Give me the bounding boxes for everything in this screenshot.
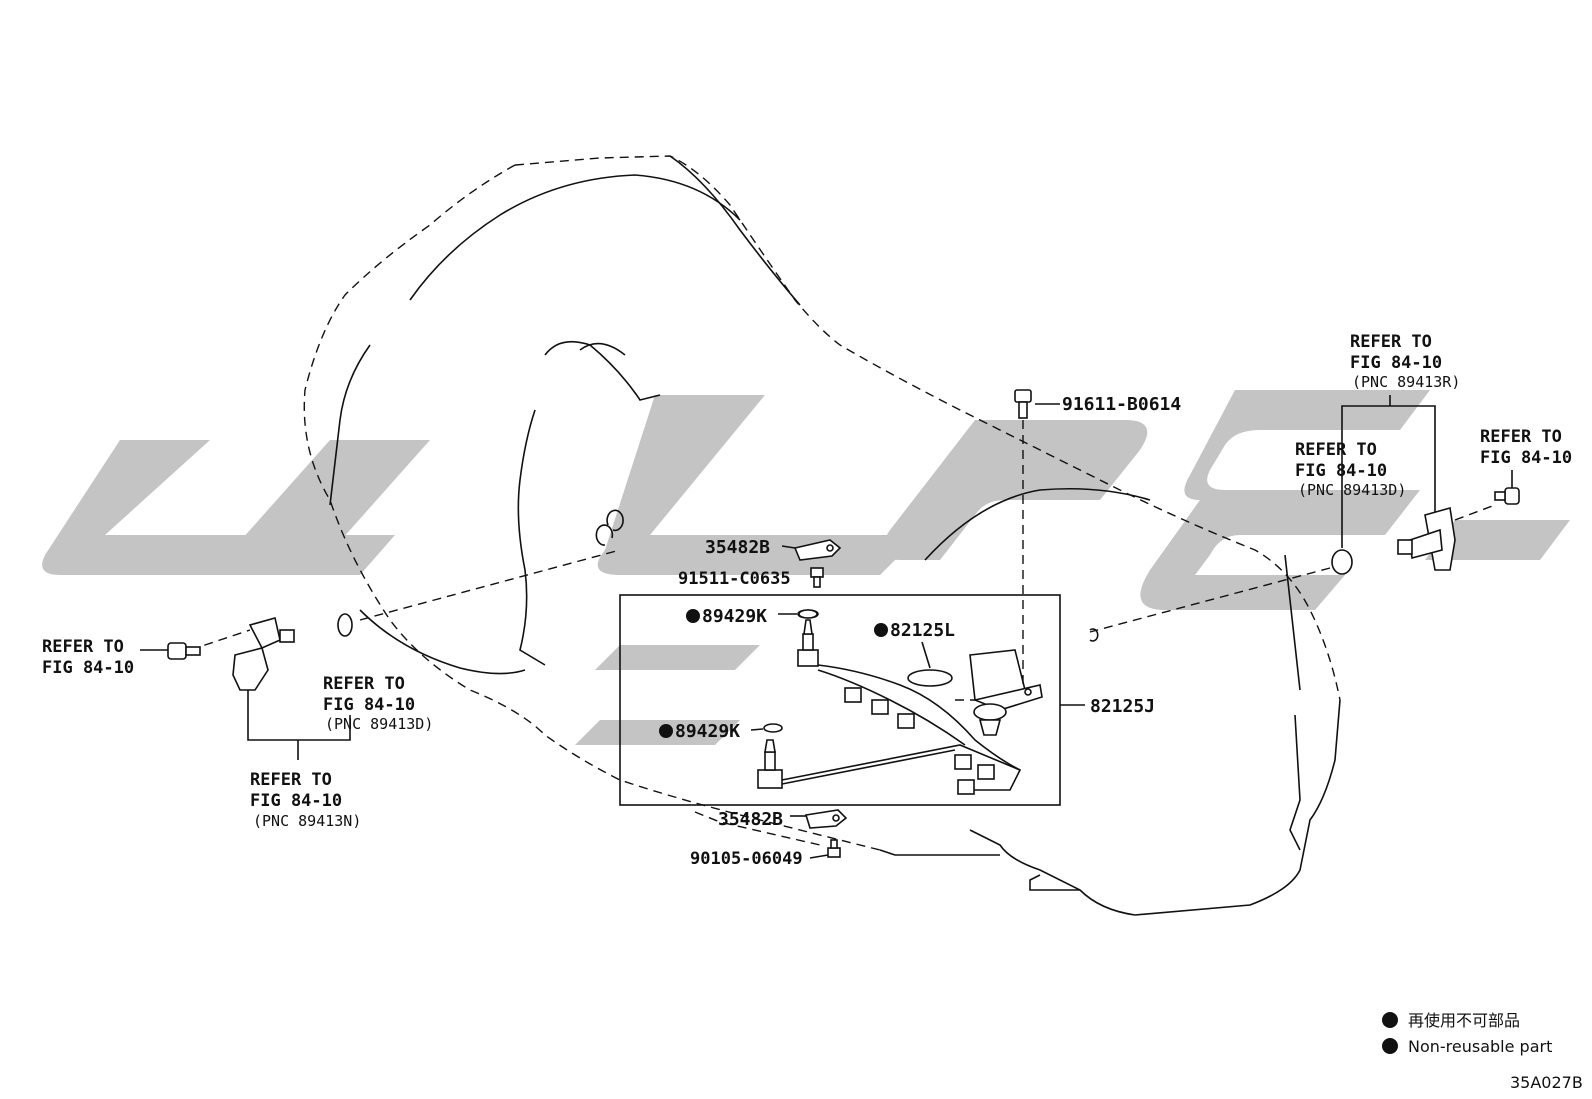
o-ring-bottom-icon bbox=[763, 723, 783, 733]
non-reusable-dot-icon bbox=[874, 623, 888, 637]
refer-text: REFER TO bbox=[42, 637, 124, 657]
refer-block-left-plain: REFER TO FIG 84-10 bbox=[42, 637, 134, 678]
legend-dot-icon bbox=[1382, 1038, 1398, 1054]
clamp-35482b-bottom-icon bbox=[804, 809, 848, 829]
right-hole-icon bbox=[1089, 628, 1099, 642]
left-bolt-icon bbox=[167, 642, 201, 660]
o-ring-top-icon bbox=[798, 609, 818, 619]
refer-text: REFER TO bbox=[1350, 332, 1432, 352]
fig-text: FIG 84-10 bbox=[1480, 448, 1572, 468]
legend-english: Non-reusable part bbox=[1408, 1037, 1552, 1056]
main-connector-icon bbox=[969, 649, 1043, 736]
pnc-text: (PNC 89413D) bbox=[1298, 481, 1406, 499]
part-number-89429k-bottom: 89429K bbox=[675, 721, 740, 742]
bolt-91511-icon bbox=[810, 567, 824, 588]
right-bolt-icon bbox=[1494, 487, 1520, 505]
fig-text: FIG 84-10 bbox=[323, 695, 415, 715]
harness-box bbox=[619, 594, 1085, 806]
right-speed-sensor-icon bbox=[1397, 506, 1456, 571]
transmission-outline bbox=[303, 155, 1341, 916]
non-reusable-dot-icon bbox=[659, 724, 673, 738]
o-ring-82125l-icon bbox=[907, 669, 953, 687]
refer-block-right-d: REFER TO FIG 84-10 (PNC 89413D) bbox=[1295, 440, 1406, 499]
bolt-91611-icon bbox=[1014, 389, 1032, 419]
figure-code: 35A027B bbox=[1510, 1073, 1583, 1092]
clamp-35482b-top-icon bbox=[793, 539, 842, 561]
refer-text: REFER TO bbox=[250, 770, 332, 790]
fig-text: FIG 84-10 bbox=[42, 658, 134, 678]
part-number-90105: 90105-06049 bbox=[690, 849, 803, 869]
part-number-82125l: 82125L bbox=[890, 620, 955, 641]
part-number-89429k-top: 89429K bbox=[702, 606, 767, 627]
legend-japanese: 再使用不可部品 bbox=[1408, 1011, 1520, 1030]
non-reusable-dot-icon bbox=[686, 609, 700, 623]
part-number-91511: 91511-C0635 bbox=[678, 569, 791, 589]
part-number-35482b-bottom: 35482B bbox=[718, 809, 783, 830]
fig-text: FIG 84-10 bbox=[1350, 353, 1442, 373]
pnc-text: (PNC 89413N) bbox=[253, 812, 361, 830]
refer-text: REFER TO bbox=[1295, 440, 1377, 460]
fig-text: FIG 84-10 bbox=[250, 791, 342, 811]
pnc-text: (PNC 89413D) bbox=[325, 715, 433, 733]
refer-block-right-r: REFER TO FIG 84-10 (PNC 89413R) bbox=[1350, 332, 1460, 391]
part-number-91611: 91611-B0614 bbox=[1062, 394, 1181, 415]
left-o-ring-icon bbox=[337, 613, 353, 637]
refer-block-left-d: REFER TO FIG 84-10 (PNC 89413D) bbox=[323, 674, 433, 733]
right-o-ring-icon bbox=[1331, 549, 1353, 575]
solenoid-connector-bottom-icon bbox=[757, 739, 783, 789]
pnc-text: (PNC 89413R) bbox=[1352, 373, 1460, 391]
refer-block-right-plain: REFER TO FIG 84-10 bbox=[1480, 427, 1572, 468]
refer-text: REFER TO bbox=[1480, 427, 1562, 447]
harness-plugs-icon bbox=[844, 687, 995, 795]
refer-block-left-n: REFER TO FIG 84-10 (PNC 89413N) bbox=[250, 770, 361, 830]
left-speed-sensor-icon bbox=[232, 617, 295, 691]
refer-text: REFER TO bbox=[323, 674, 405, 694]
part-number-82125j: 82125J bbox=[1090, 696, 1155, 717]
watermark bbox=[42, 390, 1570, 745]
legend: 再使用不可部品 Non-reusable part bbox=[1382, 1011, 1552, 1056]
left-sensor-assembly bbox=[140, 509, 624, 760]
right-sensor-assembly bbox=[1089, 395, 1520, 642]
part-number-35482b-top: 35482B bbox=[705, 537, 770, 558]
bolt-90105-icon bbox=[827, 839, 841, 858]
legend-dot-icon bbox=[1382, 1012, 1398, 1028]
left-hole-icon bbox=[595, 509, 624, 546]
fig-text: FIG 84-10 bbox=[1295, 461, 1387, 481]
